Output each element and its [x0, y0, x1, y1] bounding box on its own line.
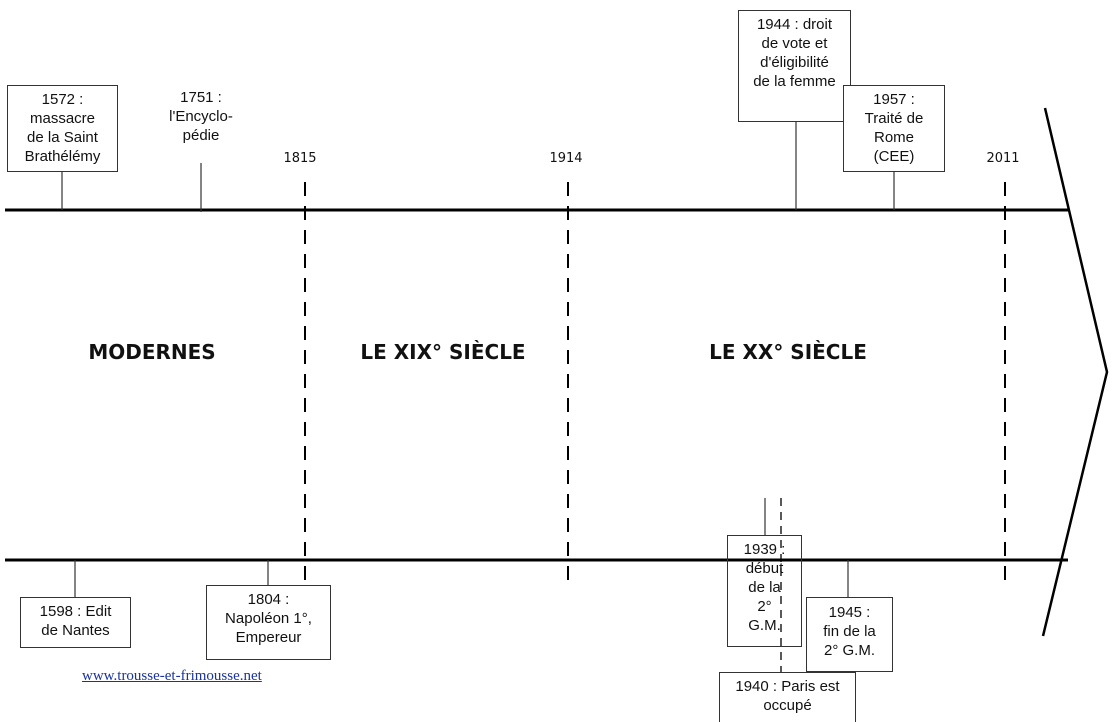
event-line: 1598 : Edit — [39, 603, 112, 620]
event-line: massacre — [29, 110, 96, 127]
event-line: 1804 : — [247, 591, 290, 608]
event-line: Brathélémy — [24, 148, 101, 165]
event-line: 1572 : — [41, 91, 84, 108]
event-line: 1940 : Paris est — [735, 678, 840, 695]
event-line: de la Saint — [27, 129, 98, 146]
event-line: 1939 : — [743, 541, 786, 558]
event-1957: 1957 : Traité de Rome (CEE) — [843, 85, 945, 172]
event-1944: 1944 : droit de vote et d'éligibilité de la… — [738, 10, 851, 122]
event-line: 2° — [757, 598, 772, 615]
event-line: 1945 : — [828, 604, 871, 621]
period-modernes: MODERNES — [88, 340, 216, 364]
event-line: de la — [748, 579, 781, 596]
event-line: de Nantes — [41, 622, 110, 639]
event-line: Rome — [873, 129, 914, 146]
event-line: Traité de — [864, 110, 924, 127]
event-1751: 1751 : l'Encyclo-pédie — [150, 88, 252, 145]
event-line: occupé — [763, 697, 812, 714]
event-line: 1751 : — [180, 89, 222, 106]
event-line: G.M. — [748, 617, 781, 634]
event-line: fin de la — [823, 623, 876, 640]
event-line: 1957 : — [873, 91, 915, 108]
event-line: l'Encyclo- — [169, 108, 233, 125]
event-1940: 1940 : Paris est occupé — [719, 672, 856, 722]
event-line: de la femme — [753, 73, 836, 90]
period-xix: LE XIX° SIÈCLE — [360, 340, 526, 364]
event-line: Empereur — [235, 629, 302, 646]
year-1815: 1815 — [283, 151, 317, 166]
year-1914: 1914 — [549, 151, 583, 166]
event-line: (CEE) — [873, 148, 915, 165]
event-line: d'éligibilité — [760, 54, 829, 71]
period-xx: LE XX° SIÈCLE — [709, 340, 867, 364]
event-line: 2° G.M. — [823, 642, 875, 659]
event-line: Napoléon 1°, — [225, 610, 312, 627]
event-1804: 1804 : Napoléon 1°, Empereur — [206, 585, 331, 660]
event-1598: 1598 : Edit de Nantes — [20, 597, 131, 648]
event-line: 1944 : droit — [756, 16, 833, 33]
event-1945: 1945 : fin de la 2° G.M. — [806, 597, 893, 672]
event-line: de vote et — [761, 35, 828, 52]
event-line: pédie — [182, 127, 220, 144]
event-line: début — [745, 560, 784, 577]
event-1939: 1939 : début de la 2° G.M. — [727, 535, 802, 647]
arrow-head — [1041, 107, 1109, 637]
year-2011: 2011 — [986, 151, 1020, 166]
website-link[interactable]: www.trousse-et-frimousse.net — [82, 668, 262, 684]
